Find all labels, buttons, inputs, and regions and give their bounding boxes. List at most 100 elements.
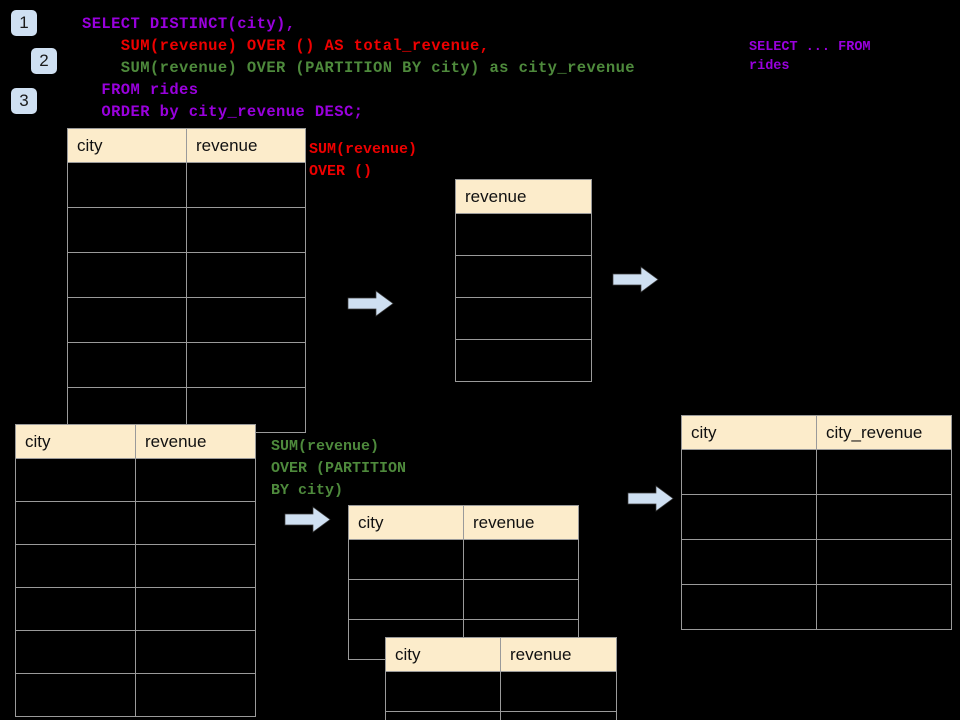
table-cell — [15, 501, 136, 545]
table-cell — [186, 207, 306, 253]
table-cell — [186, 162, 306, 208]
annotation-over-all-line1: SUM(revenue) — [309, 141, 418, 158]
annotation-partition-line1: SUM(revenue) — [271, 438, 380, 455]
column-header-revenue: revenue — [455, 179, 592, 214]
query-line-select: SELECT DISTINCT(city), — [82, 15, 296, 33]
table-cell — [67, 342, 187, 388]
annotation-over-all-line2: OVER () — [309, 163, 373, 180]
table-cell — [135, 501, 256, 545]
column-header-city: city — [681, 415, 817, 450]
table-row — [67, 252, 306, 298]
table-row — [15, 501, 256, 545]
step-badge-1: 1 — [11, 10, 37, 36]
column-header-revenue: revenue — [135, 424, 256, 459]
table-cell — [385, 711, 501, 720]
annotation-source-select: SELECT ... FROM — [749, 40, 871, 55]
table-row — [681, 539, 952, 585]
table-row — [67, 342, 306, 388]
column-header-city: city — [67, 128, 187, 163]
table-cell — [67, 207, 187, 253]
table-row — [15, 458, 256, 502]
table-cell — [816, 539, 952, 585]
step-badge-2: 2 — [31, 48, 57, 74]
table-row — [455, 255, 592, 298]
table-header-row: city city_revenue — [681, 415, 952, 450]
table-header-row: city revenue — [67, 128, 306, 163]
table-cell — [67, 297, 187, 343]
column-header-city: city — [15, 424, 136, 459]
table-row — [15, 630, 256, 674]
table-cell — [135, 673, 256, 717]
table-cell — [348, 539, 464, 580]
query-line-from: FROM rides — [82, 81, 199, 99]
arrow-source-to-partition — [284, 506, 331, 533]
table-cell — [15, 544, 136, 588]
table-cell — [455, 297, 592, 340]
table-cell — [500, 671, 617, 712]
table-cell — [186, 297, 306, 343]
table-row — [15, 587, 256, 631]
table-row — [455, 339, 592, 382]
table-cell — [15, 630, 136, 674]
annotation-partition-line3: BY city) — [271, 482, 344, 499]
table-cell — [681, 539, 817, 585]
table-cell — [135, 587, 256, 631]
table-cell — [15, 587, 136, 631]
table-row — [455, 213, 592, 256]
column-header-revenue: revenue — [463, 505, 579, 540]
query-line-total-revenue: SUM(revenue) OVER () AS total_revenue, — [82, 37, 490, 55]
column-header-revenue: revenue — [186, 128, 306, 163]
table-cell — [455, 213, 592, 256]
table-header-row: city revenue — [348, 505, 579, 540]
arrow-partition-to-result — [627, 485, 674, 512]
column-header-city-revenue: city_revenue — [816, 415, 952, 450]
table-source-top: city revenue — [67, 128, 306, 433]
table-cell — [15, 458, 136, 502]
table-row — [681, 584, 952, 630]
table-header-row: revenue — [455, 179, 592, 214]
table-partition-back: city revenue — [348, 505, 579, 660]
table-source-bottom: city revenue — [15, 424, 256, 717]
table-header-row: city revenue — [385, 637, 617, 672]
table-cell — [348, 579, 464, 620]
table-cell — [463, 539, 579, 580]
table-cell — [816, 584, 952, 630]
table-cell — [681, 584, 817, 630]
annotation-partition-line2: OVER (PARTITION — [271, 460, 407, 477]
arrow-source-to-total — [347, 290, 394, 317]
arrow-total-to-result — [612, 266, 659, 293]
table-cell — [135, 544, 256, 588]
table-cell — [385, 671, 501, 712]
table-cell — [681, 494, 817, 540]
step-badge-3: 3 — [11, 88, 37, 114]
table-cell — [135, 630, 256, 674]
table-row — [67, 162, 306, 208]
table-cell — [455, 339, 592, 382]
table-row — [455, 297, 592, 340]
table-cell — [463, 579, 579, 620]
table-partition-front: city revenue — [385, 637, 617, 720]
table-row — [15, 673, 256, 717]
table-row — [385, 671, 617, 712]
annotation-source-rides: rides — [749, 59, 790, 74]
table-result: city city_revenue — [681, 415, 952, 630]
table-cell — [67, 252, 187, 298]
column-header-city: city — [348, 505, 464, 540]
table-row — [67, 207, 306, 253]
table-total-revenue: revenue — [455, 179, 592, 382]
table-cell — [15, 673, 136, 717]
query-line-order-by: ORDER by city_revenue DESC; — [82, 103, 364, 121]
query-line-city-revenue: SUM(revenue) OVER (PARTITION BY city) as… — [82, 59, 635, 77]
table-cell — [455, 255, 592, 298]
table-cell — [67, 162, 187, 208]
column-header-city: city — [385, 637, 501, 672]
table-cell — [681, 449, 817, 495]
table-cell — [186, 342, 306, 388]
table-row — [385, 711, 617, 720]
table-cell — [135, 458, 256, 502]
table-row — [348, 539, 579, 580]
column-header-revenue: revenue — [500, 637, 617, 672]
table-row — [681, 494, 952, 540]
table-row — [15, 544, 256, 588]
